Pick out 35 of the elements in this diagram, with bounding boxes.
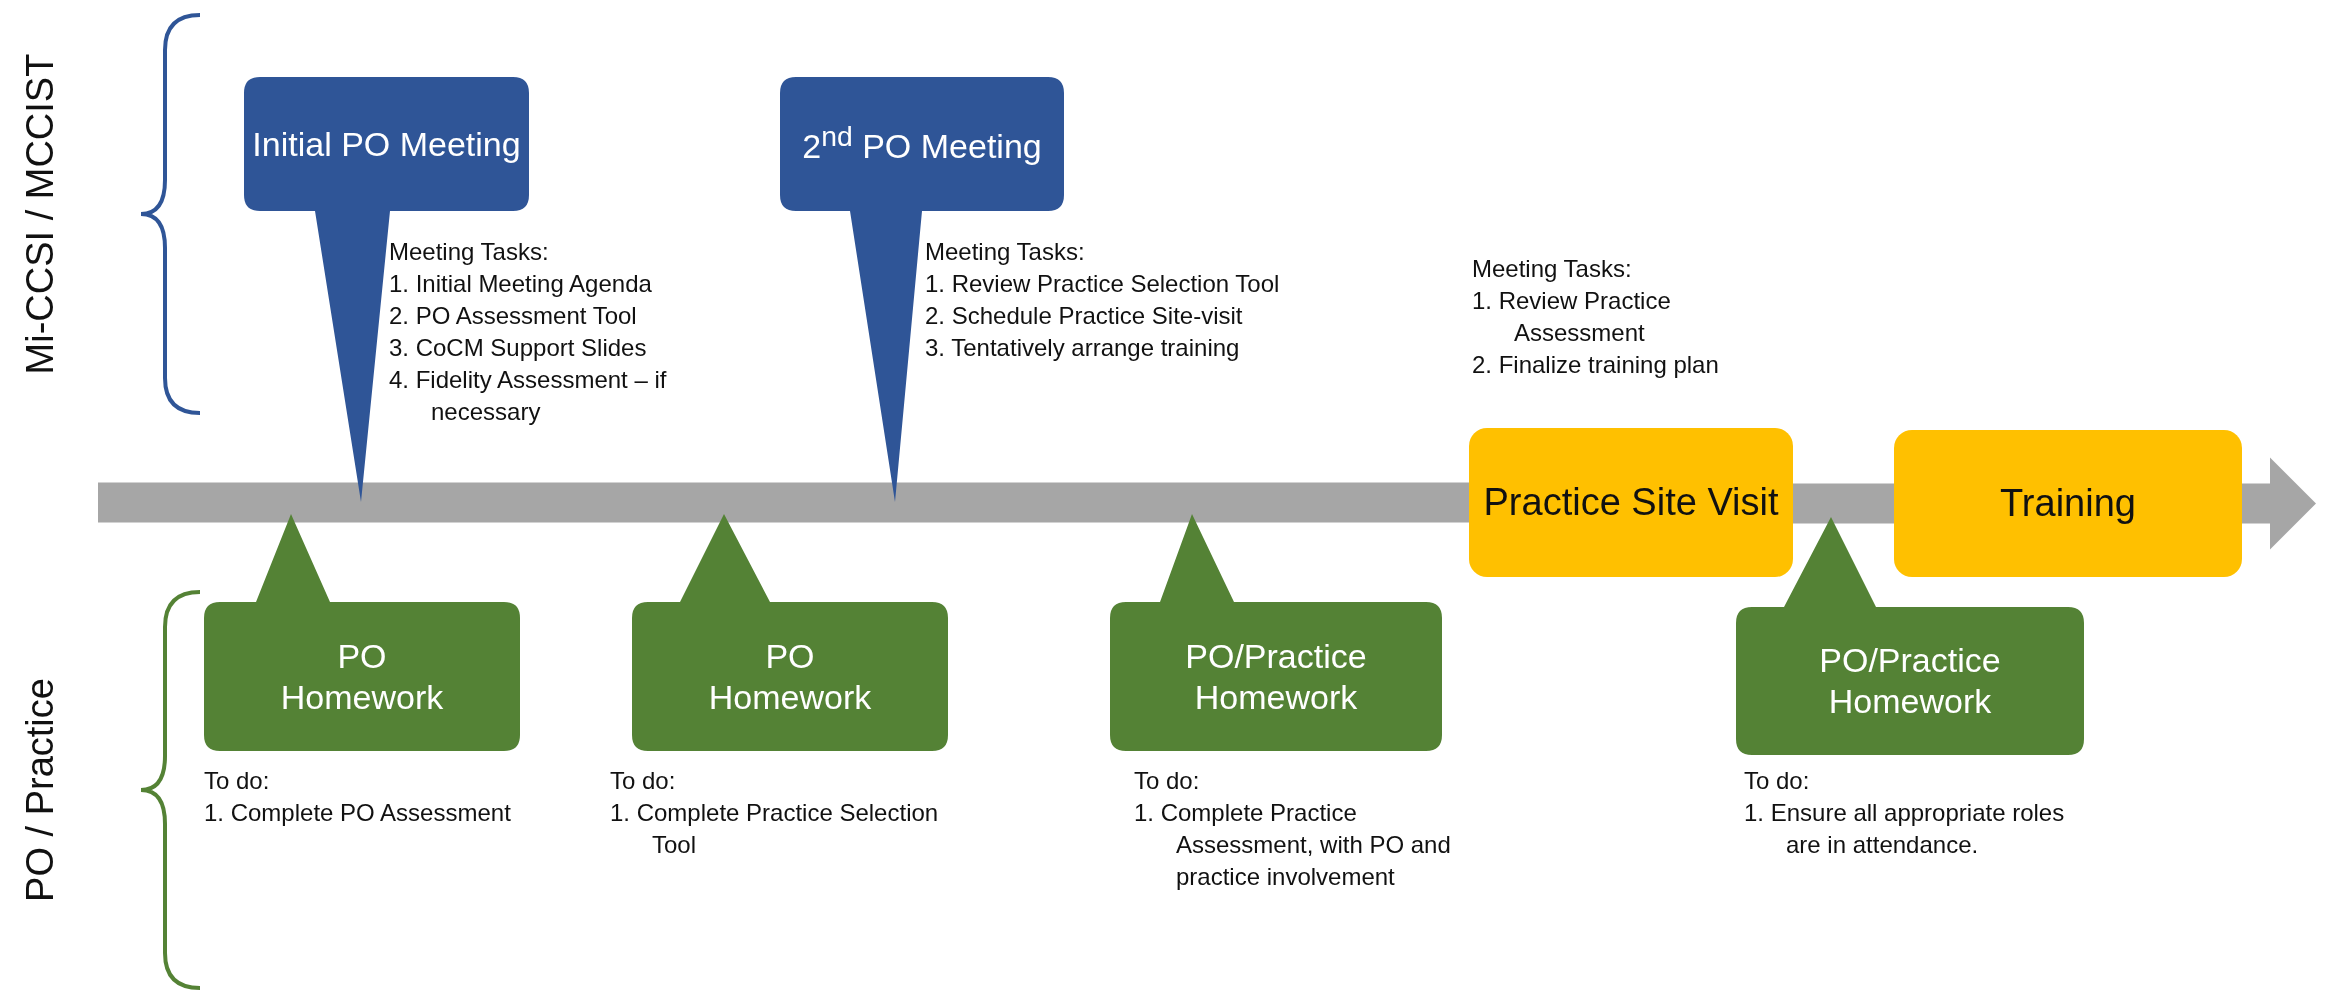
timeline-arrow bbox=[2242, 457, 2316, 550]
list-heading: Meeting Tasks: bbox=[1472, 254, 1633, 284]
task-item: 2. Finalize training plan bbox=[1472, 350, 1720, 380]
list-heading: To do: bbox=[1134, 766, 1201, 796]
callout-title: PO Homework bbox=[707, 635, 873, 718]
task-item: 3. CoCM Support Slides bbox=[389, 333, 648, 363]
callout-title: PO/Practice Homework bbox=[1184, 635, 1368, 718]
task-item: 2. PO Assessment Tool bbox=[389, 301, 638, 331]
task-item: 1. Complete Practice Selection Tool bbox=[610, 798, 940, 860]
task-item: 1. Complete PO Assessment bbox=[204, 798, 512, 828]
list-heading: To do: bbox=[1744, 766, 1811, 796]
callout-title: PO Homework bbox=[279, 635, 445, 718]
timeline-box bbox=[1469, 428, 1793, 577]
task-item: 1. Ensure all appropriate roles are in attendance. bbox=[1744, 798, 2066, 860]
list-heading: Meeting Tasks: bbox=[925, 237, 1086, 267]
timeline-arrow bbox=[1793, 483, 1894, 524]
callout-title: 2$^{nd}$ PO Meeting bbox=[802, 120, 1042, 168]
list-heading: To do: bbox=[610, 766, 677, 796]
task-item: 3. Tentatively arrange training bbox=[925, 333, 1241, 363]
callout-title: Initial PO Meeting bbox=[252, 123, 521, 165]
task-item: 1. Review Practice Selection Tool bbox=[925, 269, 1281, 299]
task-item: 1. Review Practice Assessment bbox=[1472, 286, 1672, 348]
swimlane-label: Mi-CCSI / MCCIST bbox=[18, 52, 62, 377]
swimlane-label: PO / Practice bbox=[18, 677, 62, 904]
callout-title: PO/Practice Homework bbox=[1818, 640, 2002, 722]
timeline-box bbox=[1894, 430, 2242, 577]
timeline-arrow bbox=[98, 482, 1469, 523]
list-heading: To do: bbox=[204, 766, 271, 796]
box-label: Training bbox=[2000, 480, 2136, 526]
task-item: 1. Initial Meeting Agenda bbox=[389, 269, 653, 299]
task-item: 2. Schedule Practice Site-visit bbox=[925, 301, 1244, 331]
task-item: 1. Complete Practice Assessment, with PO and practice involvement bbox=[1134, 798, 1452, 892]
list-heading: Meeting Tasks: bbox=[389, 237, 550, 267]
box-label: Practice Site Visit bbox=[1483, 479, 1779, 525]
task-item: 4. Fidelity Assessment – if necessary bbox=[389, 365, 668, 427]
